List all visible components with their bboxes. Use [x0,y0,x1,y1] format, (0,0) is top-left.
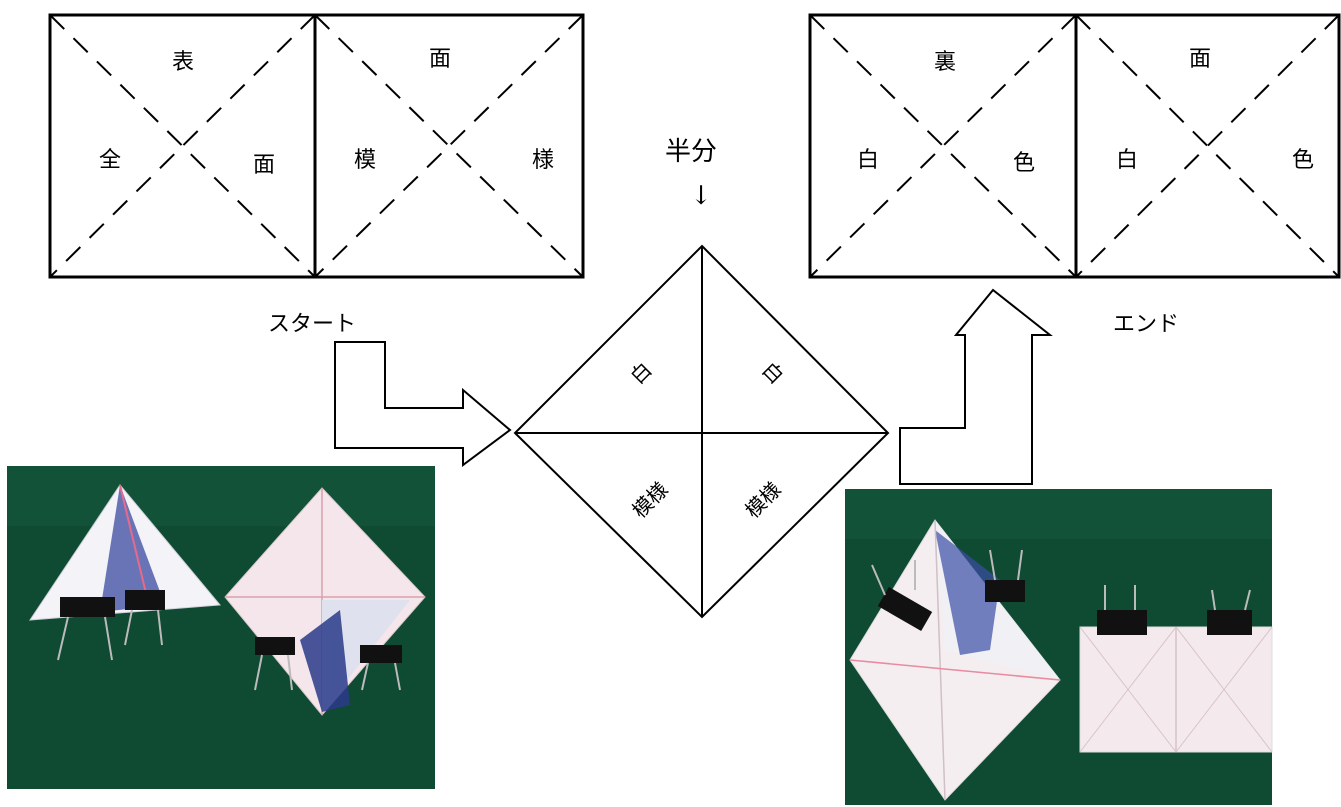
end-left-left-label: 白 [857,148,879,173]
end-left-diagonal-1 [809,14,1077,278]
end-square [808,13,1341,279]
start-right-top-label: 面 [429,47,451,72]
end-left-right-label: 色 [1013,151,1035,176]
start-right-diagonal-1 [314,14,584,278]
end-label: エンド [1113,312,1179,337]
end-right-right-label: 色 [1292,148,1314,173]
start-to-diamond-arrow [334,341,512,467]
end-right-left-label: 白 [1116,148,1138,173]
end-right-diagonal-2 [1075,14,1340,278]
end-right-diagonal-1 [1075,14,1340,278]
end-panel-right-border [1074,13,1341,279]
diamond-top-right-label: 白 [757,357,788,388]
diamond-bottom-right-label: 模様 [740,477,785,522]
start-right-left-label: 模 [354,148,376,173]
origami-start-photo [7,466,435,789]
start-panel-right-border [313,13,585,279]
fold-down-arrow: ↓ [690,181,712,211]
start-left-right-label: 面 [253,153,275,178]
start-label: スタート [268,312,356,337]
start-left-diagonal-1 [49,14,316,278]
diamond-top-left-label: 白 [625,357,656,388]
diamond-bottom-left-label: 模様 [627,477,672,522]
end-left-top-label: 裏 [934,50,956,75]
end-right-top-label: 面 [1189,47,1211,72]
start-square [48,13,585,279]
start-left-top-label: 表 [172,50,194,75]
fold-label: 半分 [665,137,717,167]
end-left-diagonal-2 [809,14,1077,278]
diamond-to-end-arrow [899,288,1053,485]
start-right-diagonal-2 [314,14,584,278]
start-left-diagonal-2 [49,14,316,278]
origami-end-photo [845,489,1273,805]
folded-diamond [513,244,890,619]
start-right-right-label: 様 [532,148,554,173]
start-left-left-label: 全 [99,148,121,173]
